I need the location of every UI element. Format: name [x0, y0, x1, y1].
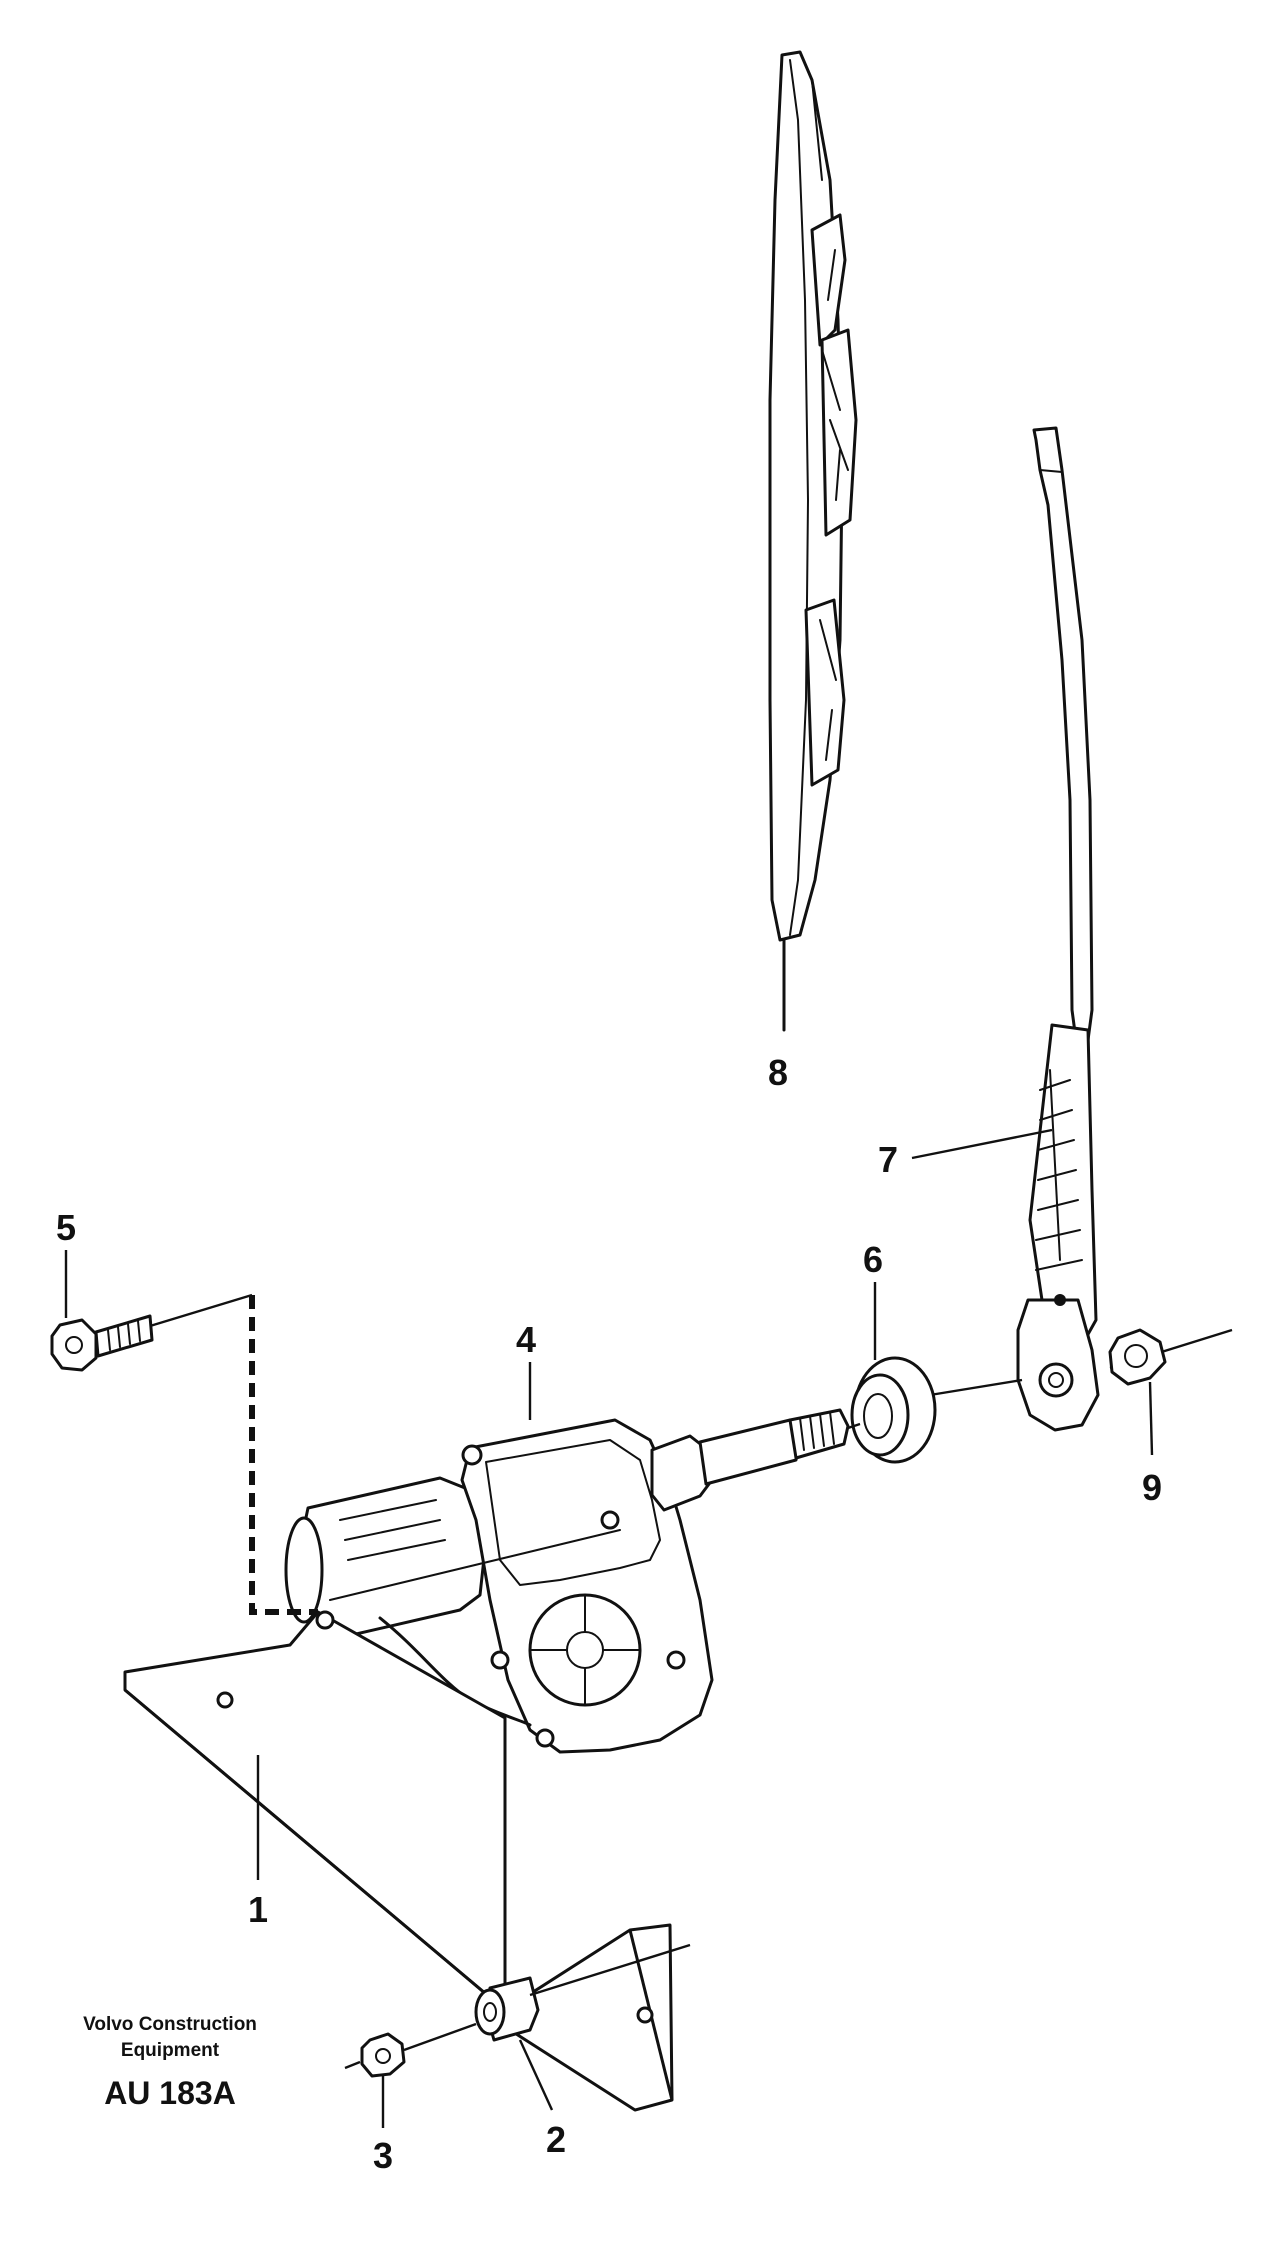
callout-7: 7 [878, 1139, 898, 1180]
leader-7 [911, 1128, 1053, 1160]
spacer-part-2 [474, 1943, 691, 2111]
wiper-blade-part-8 [768, 50, 858, 1032]
wiper-motor-part-4 [284, 1408, 861, 1754]
screw-part-5 [50, 1250, 318, 1615]
caption-line-1: Volvo Construction [83, 2014, 257, 2035]
callout-1: 1 [248, 1889, 268, 1930]
figure-code: AU 183A [104, 2075, 236, 2111]
seal-part-6 [850, 1356, 937, 1464]
callout-2: 2 [546, 2119, 566, 2160]
callout-5: 5 [56, 1207, 76, 1248]
callout-6: 6 [863, 1239, 883, 1280]
callout-4: 4 [516, 1319, 536, 1360]
nut-part-9 [1108, 1328, 1167, 1456]
caption-line-2: Equipment [121, 2040, 220, 2061]
wiper-arm-part-7 [1016, 426, 1100, 1432]
callout-3: 3 [373, 2135, 393, 2176]
nut-part-3 [344, 2022, 477, 2128]
callout-9: 9 [1142, 1467, 1162, 1508]
callout-8: 8 [768, 1052, 788, 1093]
